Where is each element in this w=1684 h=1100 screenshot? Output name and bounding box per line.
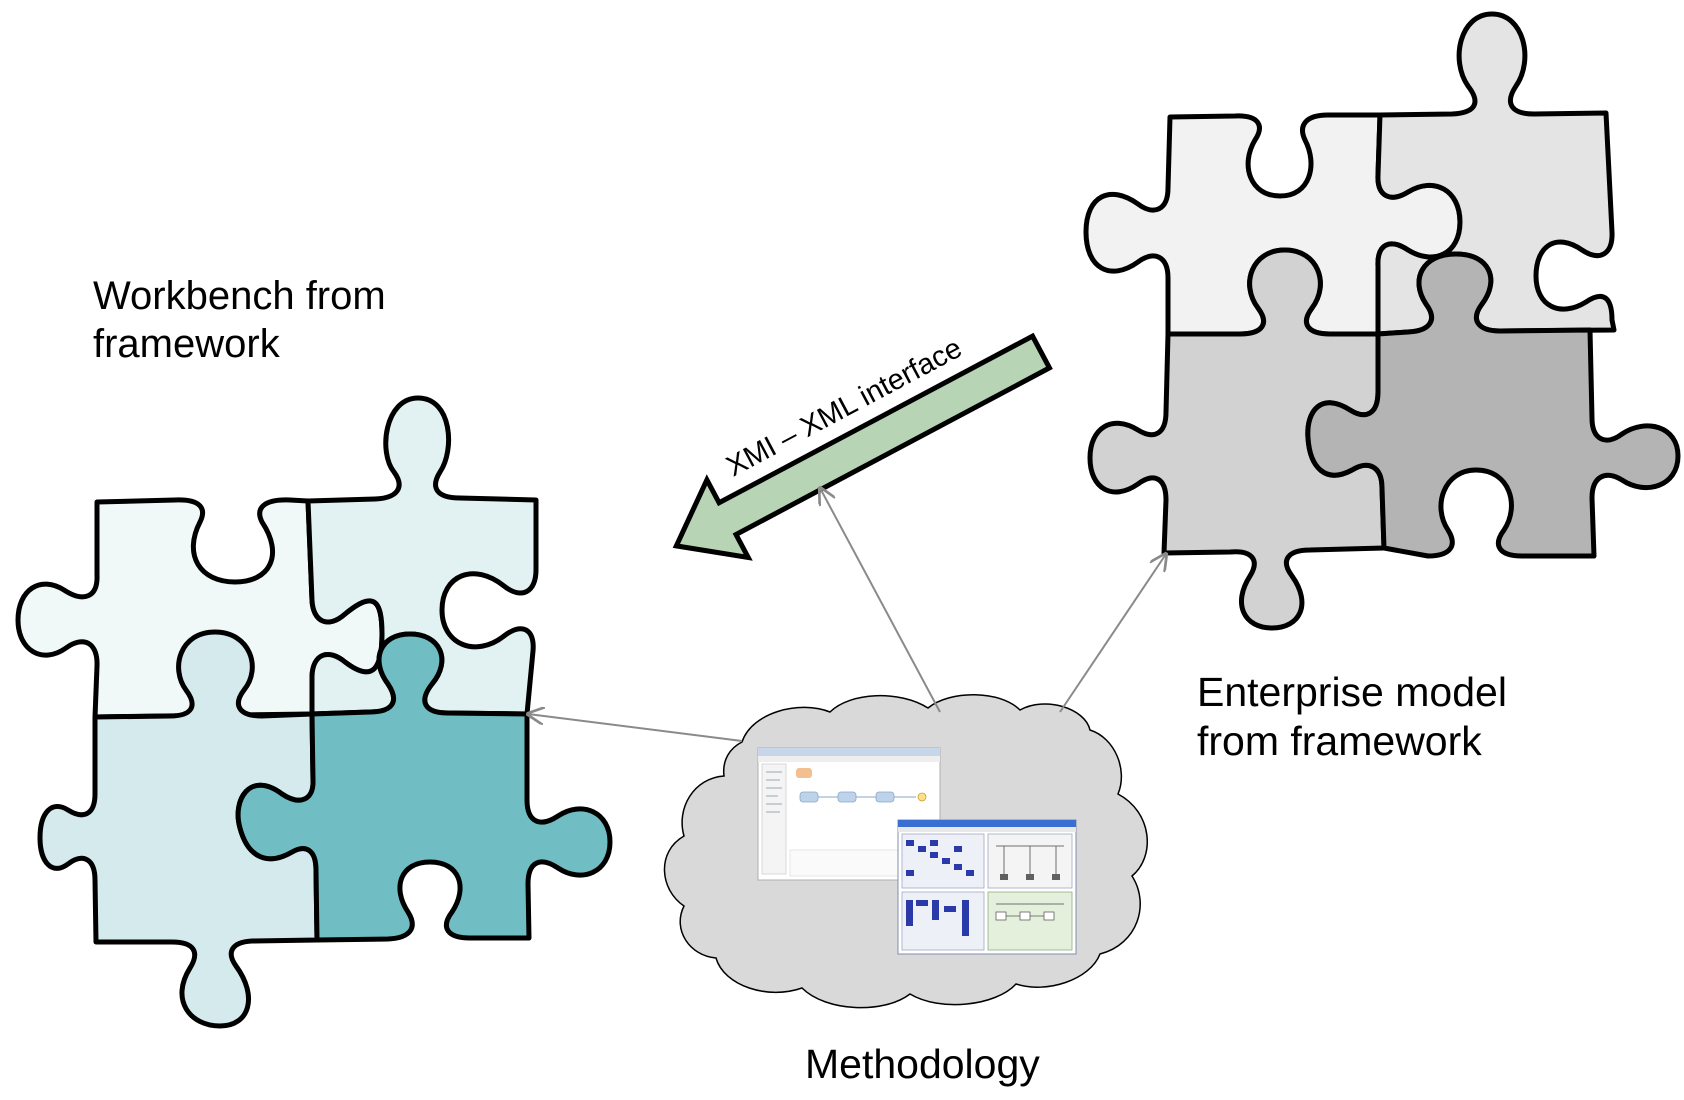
xmi-arrow xyxy=(672,332,1053,561)
workbench-label: Workbench from framework xyxy=(93,272,386,368)
enterprise-puzzle xyxy=(1083,11,1681,631)
workbench-piece-top-right xyxy=(305,395,539,717)
enterprise-label-line-1: Enterprise model xyxy=(1197,669,1507,715)
methodology-screenshot-2 xyxy=(897,819,1077,955)
connector-to-enterprise xyxy=(1059,554,1166,713)
workbench-puzzle xyxy=(15,395,613,1029)
workbench-piece-bottom-right xyxy=(235,631,613,943)
enterprise-label-line-2: from framework xyxy=(1197,718,1482,765)
enterprise-piece-top-right xyxy=(1375,11,1617,337)
enterprise-label: Enterprise model from framework xyxy=(1197,668,1507,766)
workbench-label-line-2: framework xyxy=(93,322,280,366)
connectors xyxy=(528,488,1166,742)
methodology-label: Methodology xyxy=(805,1041,1040,1087)
workbench-label-line-1: Workbench from xyxy=(93,274,386,318)
connector-to-workbench xyxy=(528,714,743,742)
connector-to-xmi-arrow xyxy=(820,488,941,713)
xmi-arrow-shape xyxy=(672,332,1053,561)
enterprise-piece-bottom-right xyxy=(1305,251,1681,559)
